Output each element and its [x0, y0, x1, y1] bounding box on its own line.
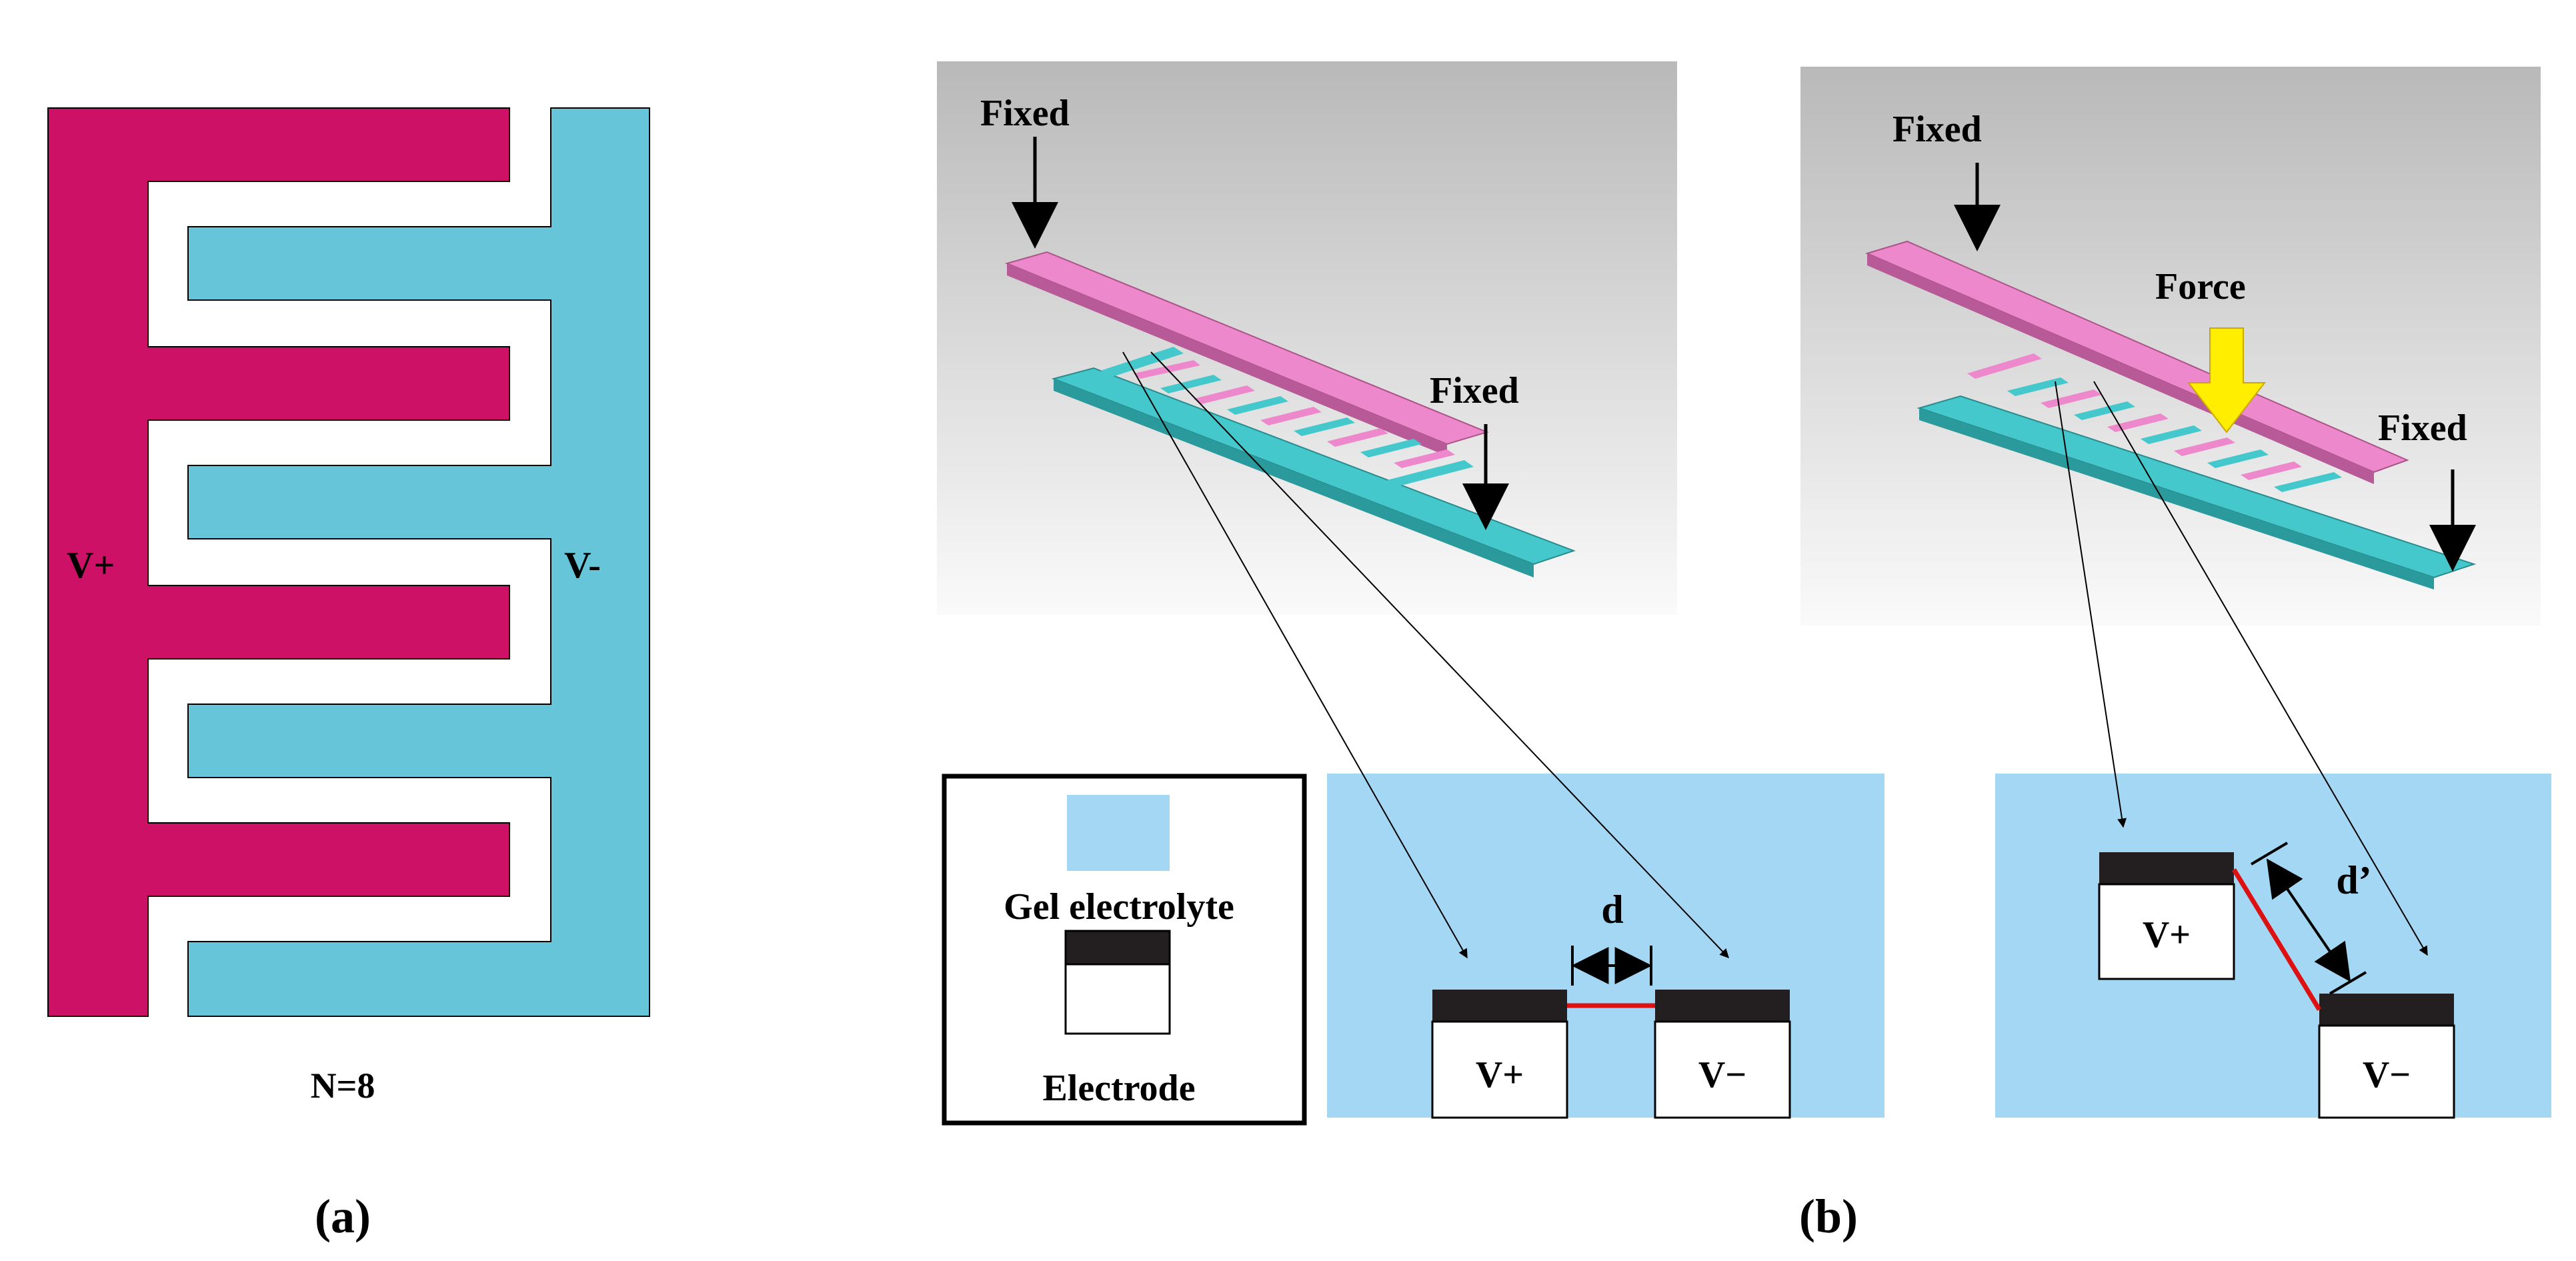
- v-minus-electrode-block: [1654, 1020, 1791, 1119]
- legend: Gel electrolyte Electrode: [942, 774, 1307, 1126]
- comb-fingers: [1100, 347, 1474, 487]
- leader-line: [1150, 351, 1729, 959]
- panel-a: V+ V- N=8 (a): [47, 107, 650, 1243]
- gap-dimension-arrow: [2266, 858, 2351, 982]
- force-arrow: [2187, 327, 2267, 433]
- v-minus-electrode: [187, 107, 650, 1017]
- legend-electrode-label: Electrode: [1042, 1068, 1195, 1109]
- leader-lines: [1122, 351, 2428, 959]
- electrode-cap: [1655, 990, 1790, 1022]
- render-unloaded: Fixed Fixed: [937, 61, 1677, 615]
- v-minus-electrode-block: [2318, 1024, 2455, 1119]
- render-pressed: Fixed Force Fixed: [1800, 67, 2541, 625]
- electrode-cap: [2099, 852, 2234, 884]
- bottom-beam: [1051, 367, 1576, 565]
- render-background: [1800, 67, 2541, 625]
- cross-section-rest: d V+ V−: [1327, 774, 1884, 1119]
- v-plus-label: V+: [2143, 914, 2191, 956]
- v-plus-label: V+: [67, 545, 115, 586]
- dim-tick: [2250, 842, 2289, 866]
- gel-swatch: [1067, 795, 1170, 871]
- render-background: [937, 61, 1677, 615]
- leader-line: [2055, 381, 2127, 828]
- panel-a-caption: (a): [315, 1190, 371, 1243]
- leader-line: [2093, 381, 2428, 956]
- leader-line: [1122, 351, 1468, 959]
- dim-tick: [2329, 971, 2367, 995]
- v-plus-electrode: [47, 107, 510, 1017]
- v-plus-label: V+: [1476, 1054, 1524, 1096]
- v-plus-electrode-block: [1431, 1020, 1568, 1119]
- gap-label: d: [1601, 888, 1623, 932]
- cross-section-pressed: d’ V+ V−: [1995, 774, 2551, 1119]
- v-plus-electrode-block: [2098, 883, 2235, 980]
- legend-gel-label: Gel electrolyte: [1004, 886, 1234, 928]
- gap-label: d’: [2336, 858, 2371, 902]
- electrode-cap: [1432, 990, 1567, 1022]
- electrode-swatch-cap: [1064, 930, 1171, 966]
- fixed-label-top: Fixed: [980, 93, 1070, 134]
- gel-electrolyte-region: [1995, 774, 2551, 1118]
- v-minus-label: V−: [1698, 1054, 1746, 1096]
- comb-fingers: [1967, 353, 2342, 492]
- panel-b: Fixed Fixed Fixed: [937, 61, 2551, 1243]
- panel-b-caption: (b): [1799, 1190, 1858, 1243]
- fixed-label-top: Fixed: [1892, 109, 1982, 150]
- v-minus-label: V−: [2363, 1054, 2411, 1096]
- electrode-cap: [2319, 994, 2454, 1026]
- v-minus-label: V-: [564, 545, 601, 586]
- n-label: N=8: [311, 1066, 375, 1106]
- fixed-label-right: Fixed: [2378, 407, 2467, 449]
- force-label: Force: [2155, 266, 2246, 307]
- electrode-swatch-body: [1064, 963, 1171, 1035]
- fixed-label-right: Fixed: [1430, 370, 1519, 411]
- gel-electrolyte-region: [1327, 774, 1884, 1118]
